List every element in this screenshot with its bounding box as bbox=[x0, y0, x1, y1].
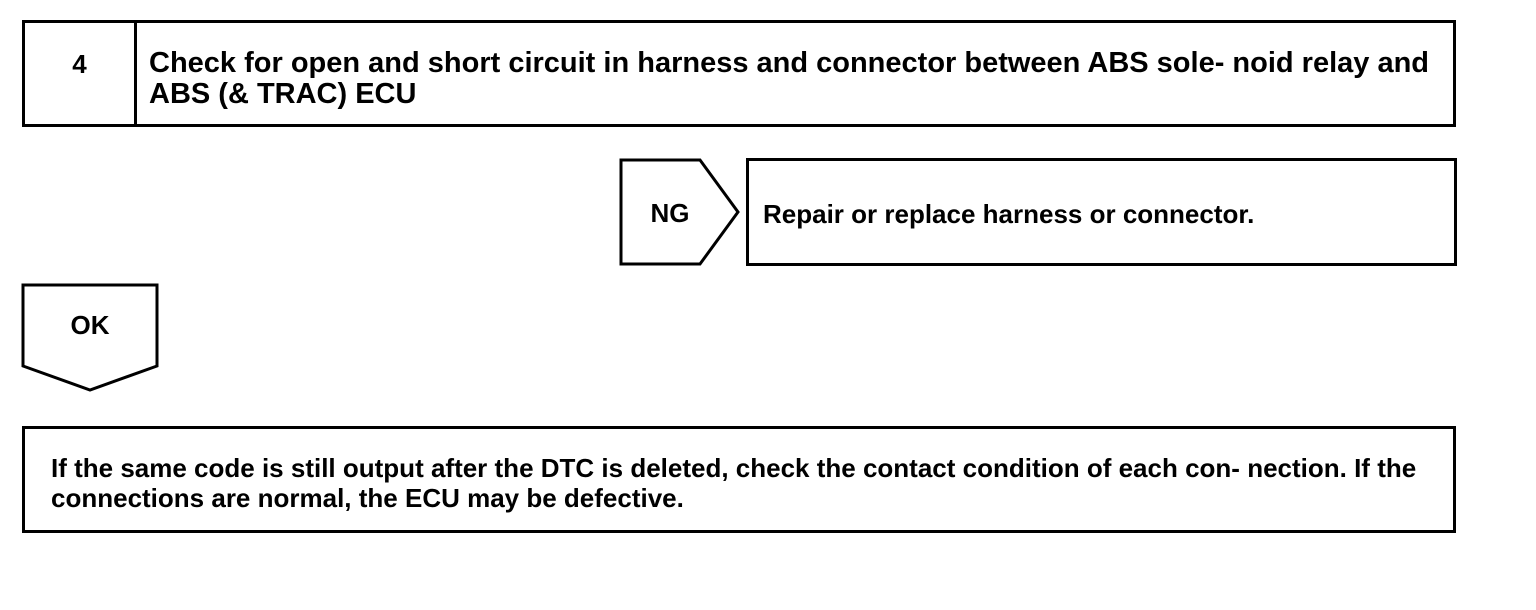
ok-label: OK bbox=[70, 310, 110, 340]
step-number: 4 bbox=[25, 23, 137, 124]
step-box: 4 Check for open and short circuit in ha… bbox=[22, 20, 1456, 127]
final-note-text: If the same code is still output after t… bbox=[51, 453, 1417, 513]
ok-arrow-shape bbox=[21, 283, 159, 392]
final-note-box: If the same code is still output after t… bbox=[22, 426, 1456, 533]
ng-label: NG bbox=[650, 198, 690, 228]
step-description: Check for open and short circuit in harn… bbox=[149, 47, 1430, 110]
ng-arrow-shape bbox=[619, 158, 740, 266]
ng-action-box: Repair or replace harness or connector. bbox=[746, 158, 1457, 266]
ng-action-text: Repair or replace harness or connector. bbox=[763, 199, 1255, 229]
